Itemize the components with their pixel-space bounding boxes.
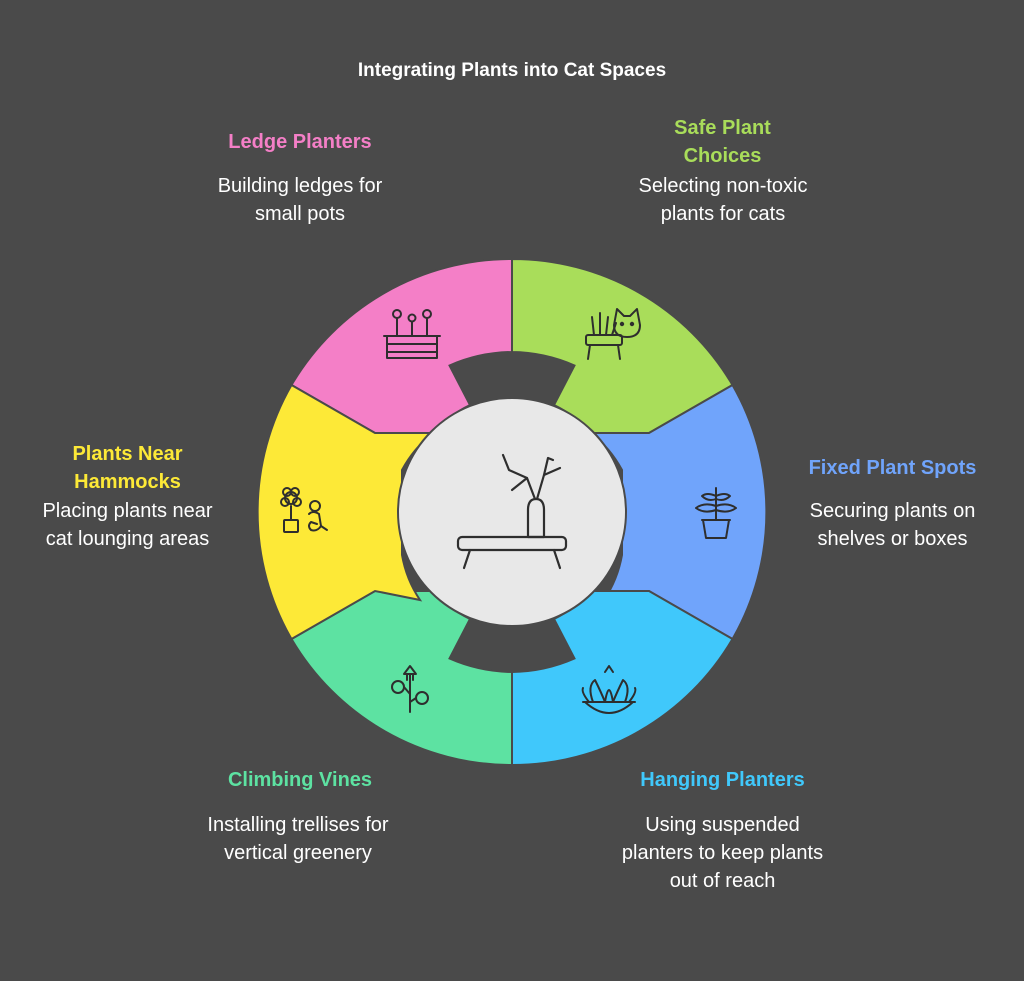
shelf-vase-icon — [456, 453, 568, 570]
diagram-title: Integrating Plants into Cat Spaces — [357, 60, 667, 81]
cat-plant-icon — [585, 308, 641, 360]
segment-hammock — [256, 383, 436, 641]
flower-pot-cat-icon — [280, 487, 328, 533]
desc-climbing: Installing trellises for vertical greene… — [207, 814, 389, 864]
label-safe: Safe Plant Choices — [674, 117, 771, 167]
desc-safe: Selecting non-toxic plants for cats — [638, 175, 808, 225]
label-hammock: Plants Near Hammocks — [72, 443, 183, 493]
center-hub — [397, 397, 627, 627]
potted-plant-icon — [695, 487, 737, 539]
label-fixed: Fixed Plant Spots — [808, 457, 977, 479]
ledge-planter-icon — [383, 309, 441, 359]
desc-ledge: Building ledges for small pots — [217, 175, 383, 225]
label-climbing: Climbing Vines — [227, 769, 373, 791]
trellis-vine-icon — [391, 665, 429, 713]
desc-fixed: Securing plants on shelves or boxes — [809, 500, 976, 550]
desc-hammock: Placing plants near cat lounging areas — [42, 500, 213, 550]
hanging-planter-icon — [581, 665, 637, 714]
label-hanging: Hanging Planters — [640, 769, 805, 791]
label-ledge: Ledge Planters — [228, 131, 372, 153]
desc-hanging: Using suspended planters to keep plants … — [621, 814, 824, 892]
